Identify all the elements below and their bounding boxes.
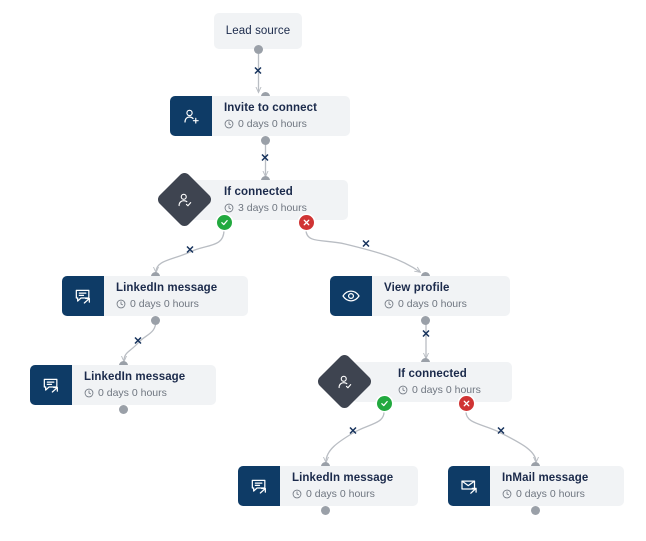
linkedin-message-icon [238, 466, 280, 506]
node-title: View profile [384, 281, 450, 294]
node-title: Invite to connect [224, 101, 318, 114]
node-delay-text: 0 days 0 hours [306, 487, 375, 500]
clock-icon [116, 299, 126, 309]
port-out-invite-to-connect[interactable] [261, 136, 270, 145]
person-check-icon [315, 352, 374, 411]
node-linkedin-message-1[interactable]: LinkedIn message 0 days 0 hours [62, 276, 248, 316]
node-body: If connected 3 days 0 hours [212, 180, 348, 220]
branch-badge-yes-if-connected-2[interactable] [377, 396, 392, 411]
port-out-lead-source[interactable] [254, 45, 263, 54]
node-lead-source[interactable]: Lead source [214, 13, 302, 49]
node-delay-text: 3 days 0 hours [238, 201, 307, 214]
edge-delete-if2-yes-to-linkedin3[interactable]: ✕ [348, 425, 358, 438]
node-view-profile[interactable]: View profile 0 days 0 hours [330, 276, 510, 316]
node-delay-text: 0 days 0 hours [130, 297, 199, 310]
edge-delete-linkedin1-to-linkedin2[interactable]: ✕ [133, 335, 143, 348]
node-title: LinkedIn message [84, 370, 186, 383]
node-delay: 0 days 0 hours [116, 297, 236, 312]
node-linkedin-message-3[interactable]: LinkedIn message 0 days 0 hours [238, 466, 418, 506]
node-delay: 3 days 0 hours [224, 201, 336, 216]
clock-icon [224, 203, 234, 213]
clock-icon [502, 489, 512, 499]
branch-badge-no-if-connected-1[interactable] [299, 215, 314, 230]
node-delay: 0 days 0 hours [384, 297, 498, 312]
node-title: Lead source [225, 25, 291, 37]
node-delay: 0 days 0 hours [502, 487, 612, 502]
node-body: View profile 0 days 0 hours [372, 276, 510, 316]
node-if-connected-2[interactable]: If connected 0 days 0 hours [352, 362, 512, 402]
clock-icon [224, 119, 234, 129]
node-body: Invite to connect 0 days 0 hours [212, 96, 350, 136]
node-body: If connected 0 days 0 hours [386, 362, 512, 402]
node-title: LinkedIn message [116, 281, 218, 294]
branch-badge-no-if-connected-2[interactable] [459, 396, 474, 411]
node-delay-text: 0 days 0 hours [238, 117, 307, 130]
clock-icon [398, 385, 408, 395]
node-body: LinkedIn message 0 days 0 hours [104, 276, 248, 316]
node-delay: 0 days 0 hours [292, 487, 406, 502]
node-linkedin-message-2[interactable]: LinkedIn message 0 days 0 hours [30, 365, 216, 405]
node-delay: 0 days 0 hours [224, 117, 338, 132]
linkedin-message-icon [30, 365, 72, 405]
edge-delete-lead-to-invite[interactable]: ✕ [253, 65, 263, 78]
clock-icon [384, 299, 394, 309]
node-title: LinkedIn message [292, 471, 394, 484]
clock-icon [292, 489, 302, 499]
node-title: InMail message [502, 471, 589, 484]
edge-delete-viewprofile-to-if2[interactable]: ✕ [421, 328, 431, 341]
node-body: LinkedIn message 0 days 0 hours [280, 466, 418, 506]
port-out-linkedin-message-2[interactable] [119, 405, 128, 414]
node-delay: 0 days 0 hours [398, 383, 500, 398]
node-invite-to-connect[interactable]: Invite to connect 0 days 0 hours [170, 96, 350, 136]
port-out-linkedin-message-1[interactable] [151, 316, 160, 325]
node-body: LinkedIn message 0 days 0 hours [72, 365, 216, 405]
node-title: If connected [224, 185, 293, 198]
inmail-message-icon [448, 466, 490, 506]
port-out-linkedin-message-3[interactable] [321, 506, 330, 515]
clock-icon [84, 388, 94, 398]
node-delay-text: 0 days 0 hours [516, 487, 585, 500]
port-out-inmail-message[interactable] [531, 506, 540, 515]
node-inmail-message[interactable]: InMail message 0 days 0 hours [448, 466, 624, 506]
edge-delete-if2-no-to-inmail[interactable]: ✕ [496, 425, 506, 438]
node-delay-text: 0 days 0 hours [98, 386, 167, 399]
node-body: InMail message 0 days 0 hours [490, 466, 624, 506]
edge-delete-if1-yes-to-linkedin1[interactable]: ✕ [185, 244, 195, 257]
branch-badge-yes-if-connected-1[interactable] [217, 215, 232, 230]
edge-delete-if1-no-to-viewprofile[interactable]: ✕ [361, 238, 371, 251]
node-delay-text: 0 days 0 hours [398, 297, 467, 310]
edge-delete-invite-to-if1[interactable]: ✕ [260, 152, 270, 165]
node-delay: 0 days 0 hours [84, 386, 204, 401]
node-delay-text: 0 days 0 hours [412, 383, 481, 396]
port-out-view-profile[interactable] [421, 316, 430, 325]
linkedin-message-icon [62, 276, 104, 316]
person-check-icon [155, 170, 214, 229]
node-title: If connected [398, 367, 467, 380]
person-add-icon [170, 96, 212, 136]
eye-icon [330, 276, 372, 316]
